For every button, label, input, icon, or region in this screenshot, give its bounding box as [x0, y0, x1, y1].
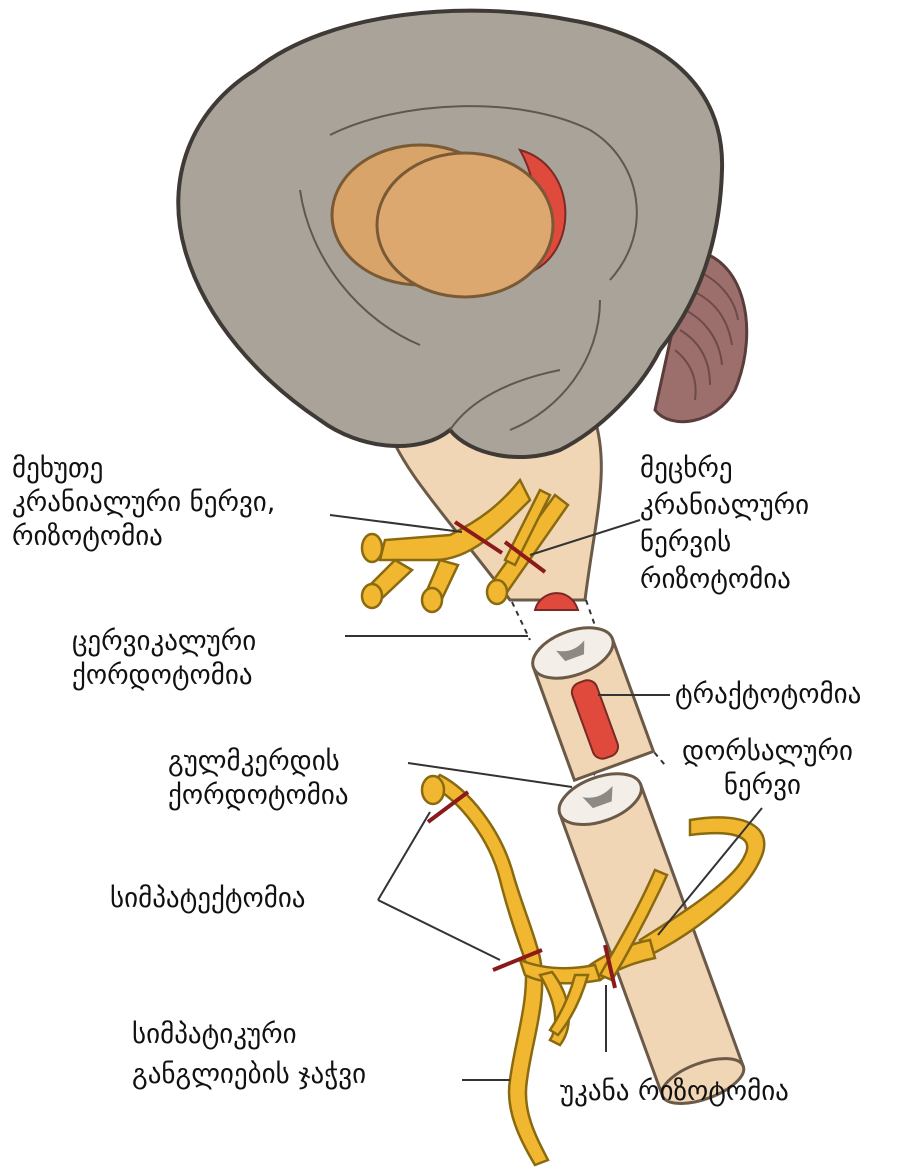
cervical-cordotomy-label: ცერვიკალური ქორდოტომია: [72, 625, 256, 693]
dorsal-nerve-label: დორსალური ნერვი: [682, 735, 853, 803]
tractotomy-label: ტრაქტოტომია: [675, 678, 861, 712]
fifth-cranial-nerve-label: მეხუთე კრანიალური ნერვი, რიზოტომია: [12, 452, 275, 554]
cervical-cord-segment: [526, 618, 654, 780]
sympathetic-chain-label: სიმპატიკური განგლიების ჯაჭვი: [132, 1015, 366, 1095]
sympathectomy-label: სიმპატექტომია: [110, 882, 306, 916]
posterior-rhizotomy-label: უკანა რიზოტომია: [560, 1075, 789, 1109]
ninth-cranial-nerve-label: მეცხრე კრანიალური ნერვის რიზოტომია: [640, 450, 809, 598]
thoracic-cordotomy-label: გულმკერდის ქორდოტომია: [168, 745, 349, 813]
